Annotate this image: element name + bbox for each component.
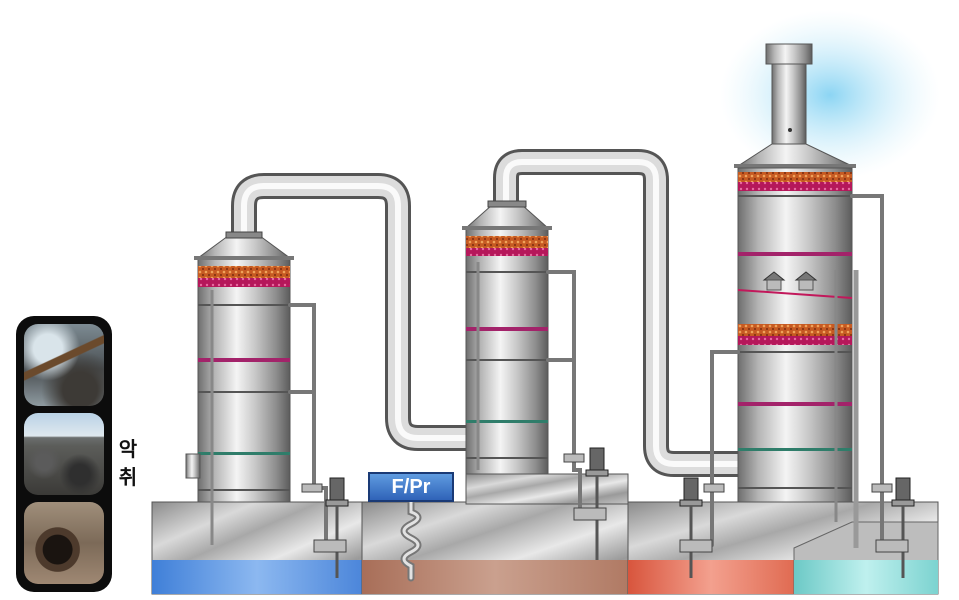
landfill-photo xyxy=(24,413,104,495)
tower-3 xyxy=(734,43,859,548)
tank-middle xyxy=(361,473,629,595)
duct-2 xyxy=(493,149,753,477)
pump-icon xyxy=(679,477,713,578)
pump-icon xyxy=(313,477,349,578)
stack-glow xyxy=(720,10,940,180)
valve-icon xyxy=(301,453,893,493)
duct-1 xyxy=(231,173,479,451)
vent-cap-icon xyxy=(762,271,818,291)
pump-icon xyxy=(573,447,609,560)
odor-label: 악 취 xyxy=(118,439,138,489)
pump-icon xyxy=(875,477,915,578)
fpr-module-label: F/Pr xyxy=(368,472,454,502)
tower-1 xyxy=(185,231,294,545)
sewer-photo xyxy=(24,502,104,584)
tower-2 xyxy=(462,200,552,475)
odor-source-photo xyxy=(24,324,104,406)
odor-source-photos xyxy=(16,316,112,592)
